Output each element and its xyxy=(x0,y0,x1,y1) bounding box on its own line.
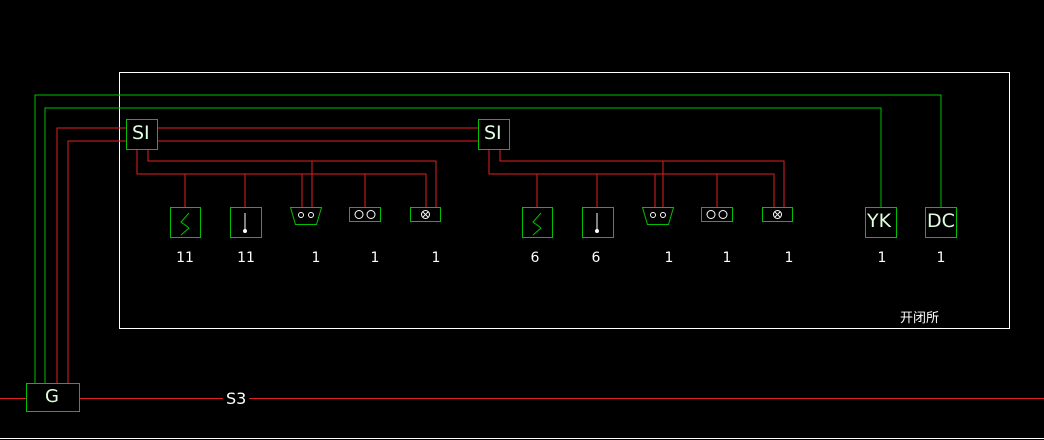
terminal-label-dc: DC xyxy=(927,210,955,232)
device-count: 11 xyxy=(237,250,255,266)
controller-box-2 xyxy=(478,119,510,150)
smoke-detector-icon xyxy=(170,207,201,238)
device-count: 1 xyxy=(311,250,321,266)
device-count: 1 xyxy=(784,250,794,266)
device-count: 1 xyxy=(370,250,380,266)
signal-line-dc xyxy=(34,94,942,383)
alarm-light-icon xyxy=(410,207,441,222)
water-sensor-icon xyxy=(641,207,675,225)
signal-line-yk xyxy=(44,107,882,383)
device-count: 1 xyxy=(431,250,441,266)
dual-detector-icon xyxy=(349,207,381,222)
terminal-count: 1 xyxy=(936,250,946,266)
temperature-sensor-icon xyxy=(230,207,262,238)
link-g-si1 xyxy=(56,127,127,383)
device-count: 6 xyxy=(591,250,601,266)
device-count: 6 xyxy=(530,250,540,266)
dual-detector-icon xyxy=(701,207,733,222)
group2-wiring xyxy=(488,149,785,207)
controller-box-1 xyxy=(126,119,158,150)
device-count: 11 xyxy=(176,250,194,266)
terminal-box-dc xyxy=(925,207,957,238)
terminal-count: 1 xyxy=(877,250,887,266)
water-sensor-icon xyxy=(289,207,323,225)
terminal-label-yk: YK xyxy=(867,210,892,232)
gateway-box xyxy=(26,383,80,412)
station-frame xyxy=(119,72,1010,329)
device-count: 1 xyxy=(664,250,674,266)
gateway-label: G xyxy=(45,386,59,407)
device-count: 1 xyxy=(722,250,732,266)
controller-label-1: SI xyxy=(132,122,150,144)
temperature-sensor-icon xyxy=(582,207,614,238)
area-label: 开闭所 xyxy=(900,311,940,326)
group1-wiring xyxy=(136,149,437,207)
line-label: S3 xyxy=(223,389,250,408)
link-g-si1b xyxy=(67,140,127,383)
terminal-box-yk xyxy=(865,207,897,238)
smoke-detector-icon xyxy=(522,207,553,238)
alarm-light-icon xyxy=(762,207,793,222)
controller-label-2: SI xyxy=(484,122,502,144)
